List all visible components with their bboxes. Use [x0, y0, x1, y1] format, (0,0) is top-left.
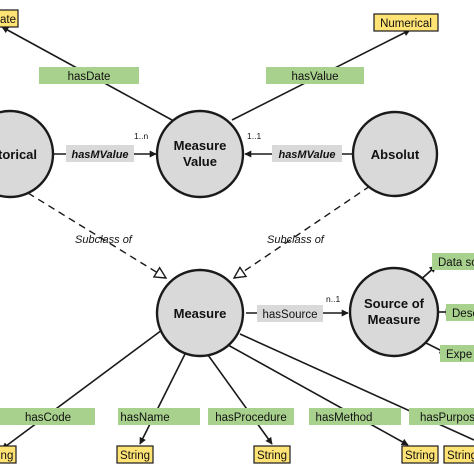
- name-string-box: [116, 445, 154, 464]
- cardinalities: 1..n 1..1 n..1: [134, 131, 340, 304]
- method-string-literal: String: [405, 450, 435, 462]
- has-purpose-label-box: [409, 408, 474, 425]
- procedure-string-literal: String: [257, 450, 287, 462]
- has-mvalue-left-label: hasMValue: [71, 149, 128, 161]
- date-literal: ate: [0, 14, 16, 26]
- description-label: Desc: [452, 308, 474, 320]
- has-purpose-label: hasPurpose: [420, 412, 474, 424]
- historical-node: [0, 109, 55, 199]
- has-mvalue-right-box: [272, 145, 342, 162]
- subclass-right-label: Subclass of: [267, 234, 325, 246]
- data-source-box: [432, 253, 474, 270]
- source-of-measure-node-label-line1: Source of: [364, 296, 425, 311]
- has-value-label: hasValue: [291, 71, 338, 83]
- has-source-box: [257, 305, 323, 322]
- cardinality-right-mvalue: 1..1: [247, 131, 261, 141]
- procedure-string-box: [253, 445, 291, 464]
- name-string-literal: String: [120, 450, 150, 462]
- date-literal-box: [0, 9, 19, 28]
- property-labels: hasDate hasValue hasCode hasName hasProc…: [0, 67, 474, 425]
- relation-labels: hasMValue hasMValue hasSource: [66, 145, 342, 322]
- has-date-label: hasDate: [68, 71, 111, 83]
- has-procedure-label-box: [208, 408, 294, 425]
- expert-box: [440, 345, 474, 362]
- historical-node-label: torical: [0, 147, 37, 162]
- numerical-literal: Numerical: [380, 18, 432, 30]
- data-source-label: Data so: [438, 257, 474, 269]
- measure-node: [155, 268, 245, 358]
- code-string-box: [0, 445, 17, 464]
- literals: ate Numerical ing String String String S…: [0, 9, 474, 464]
- has-code-label-box: [0, 408, 95, 425]
- has-method-label-box: [309, 408, 401, 425]
- measure-value-node-label-line2: Value: [183, 154, 217, 169]
- edge-has-method: [227, 344, 409, 446]
- edge-has-name: [139, 351, 187, 445]
- has-method-label: hasMethod: [316, 412, 373, 424]
- cardinality-source: n..1: [326, 294, 340, 304]
- source-of-measure-node: [348, 266, 440, 358]
- has-code-label: hasCode: [25, 412, 71, 424]
- expert-label: Expe: [446, 349, 472, 361]
- purpose-string-box: [443, 445, 474, 464]
- edge-has-code: [1, 329, 163, 450]
- cardinality-left-mvalue: 1..n: [134, 131, 148, 141]
- has-mvalue-left-box: [66, 145, 134, 162]
- absolut-node: [351, 110, 439, 198]
- subclass-left-label: Subclass of: [75, 234, 133, 246]
- numerical-literal-box: [373, 13, 439, 32]
- absolut-node-label: Absolut: [371, 147, 420, 162]
- description-box: [446, 304, 474, 321]
- class-nodes: torical Measure Value Absolut Measure So…: [0, 109, 440, 358]
- edge-subclass-right: [234, 185, 371, 278]
- method-string-box: [401, 445, 439, 464]
- has-procedure-label: hasProcedure: [215, 412, 287, 424]
- has-source-label: hasSource: [263, 309, 318, 321]
- has-name-label: hasName: [120, 412, 169, 424]
- code-string-literal: ing: [0, 450, 13, 462]
- edge-subclass-left: [27, 192, 166, 278]
- purpose-string-literal: String: [447, 450, 474, 462]
- has-value-label-box: [266, 67, 364, 84]
- measure-value-node: [155, 109, 245, 199]
- has-name-label-box: [118, 408, 200, 425]
- edge-has-procedure: [207, 354, 273, 445]
- measure-node-label: Measure: [174, 306, 227, 321]
- edges: [1, 26, 474, 450]
- has-mvalue-right-label: hasMValue: [278, 149, 335, 161]
- subclass-labels: Subclass of Subclass of: [75, 234, 325, 246]
- source-of-measure-node-label-line2: Measure: [368, 312, 421, 327]
- has-date-label-box: [39, 67, 139, 84]
- measure-value-node-label-line1: Measure: [174, 138, 227, 153]
